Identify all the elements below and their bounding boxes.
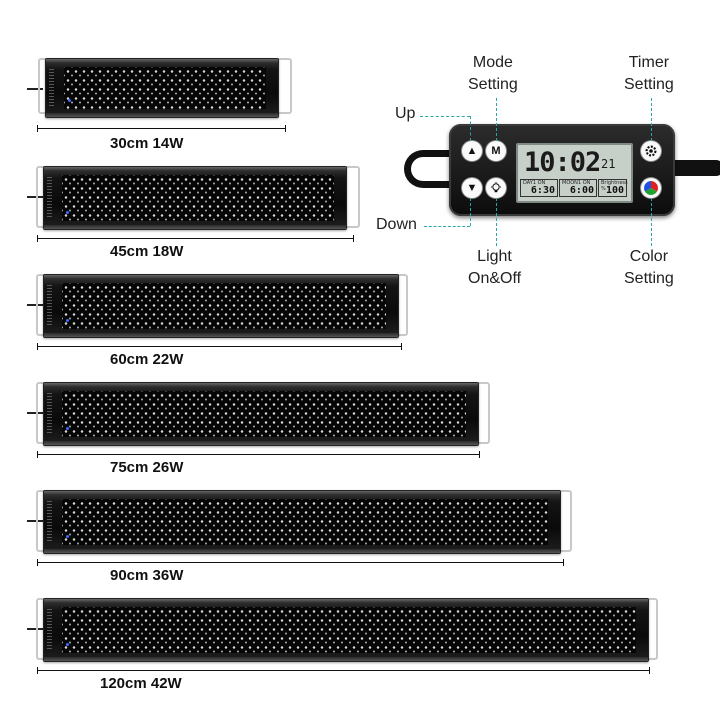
blue-led [66, 319, 69, 322]
dimension-tick [37, 559, 38, 566]
dimension-tick [37, 451, 38, 458]
lcd-clock: 10:02 [524, 147, 601, 178]
led-bar [43, 274, 399, 338]
size-label: 45cm 18W [110, 243, 184, 260]
dimension-tick [37, 667, 38, 674]
triangle-up-icon: ▲ [466, 145, 478, 157]
dimension-tick [37, 125, 38, 132]
down-button[interactable]: ▼ [462, 178, 482, 198]
led-bar [45, 58, 279, 118]
spec-sticker [49, 69, 54, 107]
spec-sticker [47, 177, 52, 219]
bulb-icon [491, 182, 501, 193]
blue-led [66, 535, 69, 538]
dimension-line [37, 128, 285, 129]
dimension-tick [285, 125, 286, 132]
light-toggle-button[interactable] [486, 178, 506, 198]
mode-button[interactable]: M [486, 141, 506, 161]
dimension-tick [37, 343, 38, 350]
timer-leader-line [651, 98, 652, 141]
lcd-display: 10:02 21 DAY1 ON 6:30 MOON1 ON 6:00 Brig… [516, 143, 633, 203]
size-label: 60cm 22W [110, 351, 184, 368]
controller-cable-right [668, 160, 720, 176]
down-callout: Down [376, 216, 417, 233]
led-bar [43, 598, 649, 662]
size-label: 30cm 14W [110, 135, 184, 152]
gear-icon [645, 145, 657, 157]
dimension-tick [479, 451, 480, 458]
dimension-tick [563, 559, 564, 566]
lcd-seconds: 21 [601, 157, 616, 171]
led-array [62, 175, 334, 221]
dimension-line [37, 562, 563, 563]
power-cable [27, 520, 43, 522]
size-label: 75cm 26W [110, 459, 184, 476]
mode-letter: M [491, 145, 501, 157]
power-cable [27, 412, 43, 414]
mode-callout: Mode Setting [468, 54, 518, 93]
power-cable [27, 304, 43, 306]
blue-led [66, 643, 69, 646]
spec-sticker [47, 393, 52, 435]
dimension-line [37, 238, 353, 239]
up-callout: Up [395, 105, 416, 122]
timer-callout: Timer Setting [624, 54, 674, 93]
led-array [64, 67, 266, 109]
lcd-brightness-cell: Brightness % 100 [598, 179, 628, 197]
lcd-moon-cell: MOON1 ON 6:00 [559, 179, 597, 197]
triangle-down-icon: ▼ [466, 182, 478, 194]
down-leader-line [470, 198, 471, 226]
led-bar [43, 490, 561, 554]
dimension-tick [37, 235, 38, 242]
up-button[interactable]: ▲ [462, 141, 482, 161]
light-leader-line [496, 198, 497, 246]
up-leader-line [420, 116, 470, 117]
led-bar [43, 166, 347, 230]
power-cable [27, 88, 43, 90]
spec-sticker [47, 609, 52, 651]
down-leader-line [424, 226, 470, 227]
blue-led [66, 211, 69, 214]
led-array [62, 499, 548, 545]
light-callout: Light On&Off [468, 248, 522, 287]
dimension-tick [649, 667, 650, 674]
blue-led [66, 427, 69, 430]
dimension-line [37, 454, 479, 455]
controller-cable-left [404, 150, 454, 188]
led-array [62, 607, 636, 653]
spec-sticker [47, 285, 52, 327]
led-bar [43, 382, 479, 446]
size-label: 90cm 36W [110, 567, 184, 584]
color-leader-line [651, 198, 652, 246]
led-array [62, 283, 386, 329]
spec-sticker [47, 501, 52, 543]
led-array [62, 391, 466, 437]
dimension-tick [401, 343, 402, 350]
color-button[interactable] [641, 178, 661, 198]
rgb-wheel-icon [644, 181, 658, 195]
blue-led [68, 99, 71, 102]
power-cable [27, 196, 43, 198]
lcd-day-cell: DAY1 ON 6:30 [520, 179, 558, 197]
timer-button[interactable] [641, 141, 661, 161]
dimension-tick [353, 235, 354, 242]
size-label: 120cm 42W [100, 675, 182, 692]
mode-leader-line [496, 98, 497, 141]
up-leader-line [470, 116, 471, 141]
color-callout: Color Setting [624, 248, 674, 287]
dimension-line [37, 670, 649, 671]
dimension-line [37, 346, 401, 347]
power-cable [27, 628, 43, 630]
